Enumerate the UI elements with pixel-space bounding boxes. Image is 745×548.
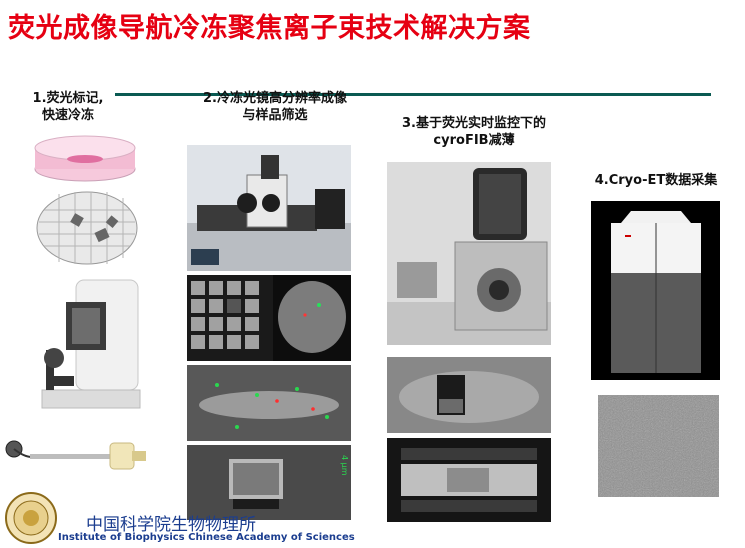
cryo-fib-instrument-image <box>387 162 551 345</box>
step-3-heading: 3.基于荧光实时监控下的 cyroFIB减薄 <box>402 116 546 148</box>
title-divider <box>115 93 711 96</box>
institute-name-en: Institute of Biophysics Chinese Academy … <box>58 532 355 543</box>
fib-overview-image <box>187 365 351 441</box>
fib-lamella-image: 4 μm <box>187 445 351 520</box>
cryo-et-tomogram-image <box>598 395 719 497</box>
step-2-heading: 2.冷冻光镜高分辨率成像 与样品筛选 <box>203 91 347 123</box>
cryo-tem-instrument-image <box>591 201 720 380</box>
slide-title: 荧光成像导航冷冻聚焦离子束技术解决方案 <box>8 13 531 44</box>
institute-name-cn: 中国科学院生物物理所 <box>86 515 256 535</box>
cryo-light-microscope-image <box>187 145 351 271</box>
em-grid-image <box>34 190 140 266</box>
plunge-freezer-image <box>36 272 144 420</box>
institute-seal-logo <box>4 491 58 545</box>
fib-scale-label: 4 μm <box>340 455 349 476</box>
petri-dish-image <box>30 134 140 184</box>
fluorescence-grid-image <box>187 275 351 361</box>
cryo-holder-image <box>2 435 148 475</box>
fib-milling-image <box>387 357 551 433</box>
step-1-heading: 1.荧光标记, 快速冷冻 <box>32 91 104 123</box>
thinned-lamella-image <box>387 438 551 522</box>
step-4-heading: 4.Cryo-ET数据采集 <box>594 173 718 188</box>
